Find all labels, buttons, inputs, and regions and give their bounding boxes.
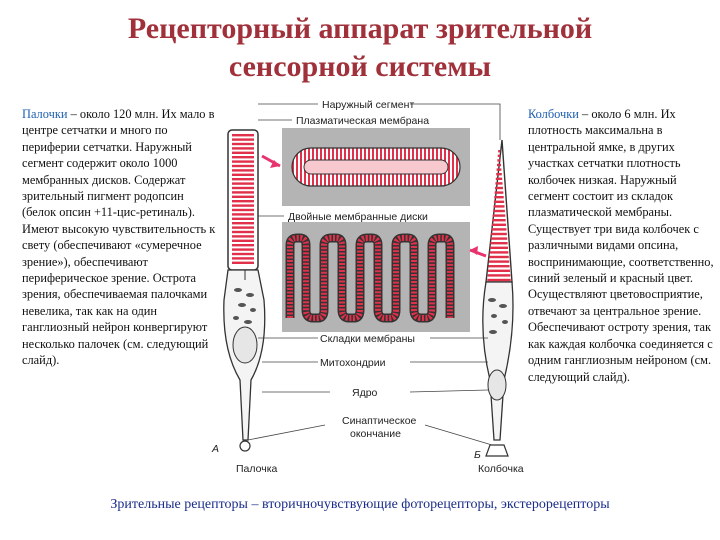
title-line-2: сенсорной системы (228, 50, 492, 83)
rod-disc (232, 226, 254, 229)
rod-disc (232, 160, 254, 163)
leader-lines (247, 103, 501, 446)
cone-disc (490, 242, 508, 245)
rod-disc (232, 191, 254, 194)
rods-description: Палочки – около 120 млн. Их мало в центр… (22, 106, 216, 369)
cone-disc (491, 228, 507, 231)
rod-arrow-head (270, 160, 280, 168)
cone-disc (493, 200, 505, 203)
cone-arrow-head (470, 246, 478, 255)
rod-disc (232, 138, 254, 141)
cones-term: Колбочки (528, 107, 579, 121)
title-line-1: Рецепторный аппарат зрительной (127, 12, 593, 45)
cone-inner-segment (482, 281, 514, 441)
membrane-folds (287, 235, 453, 321)
rod-disc (232, 134, 254, 137)
label-cone: Колбочка (478, 463, 524, 475)
cone-disc (491, 223, 507, 226)
rod-disc (232, 195, 254, 198)
cone-disc (491, 232, 507, 236)
cone-disc (496, 163, 502, 167)
cone-disc (497, 159, 501, 162)
label-plasma-membrane: Плазматическая мембрана (296, 115, 429, 127)
footer-caption: Зрительные рецепторы – вторичночувствующ… (110, 497, 610, 512)
rod-nucleus (232, 326, 258, 364)
cone-disc (492, 214, 506, 217)
cone-synaptic-terminal (485, 444, 509, 457)
label-synaptic-2: окончание (350, 428, 401, 440)
label-membrane-folds: Складки мембраны (320, 333, 415, 345)
cone-disc (488, 260, 510, 263)
cone-disc (496, 173, 502, 176)
rod-disc (232, 186, 254, 190)
label-double-discs: Двойные мембранные диски (288, 211, 428, 223)
cone-disc (494, 196, 504, 199)
rod-disc (232, 151, 254, 154)
cone-disc (494, 191, 504, 194)
rod-disc (232, 222, 254, 225)
cone-disc (487, 278, 511, 282)
rod-disc (232, 173, 254, 176)
cone-disc (493, 205, 505, 208)
cone-disc (497, 154, 501, 157)
rod-disc (232, 230, 254, 234)
rod-disc (232, 244, 254, 247)
rod-disc (232, 147, 254, 150)
cones-body: – около 6 млн. Их плотность максимальна … (528, 107, 714, 384)
cone-disc (489, 251, 509, 254)
rod-disc (232, 213, 254, 216)
label-nucleus: Ядро (352, 387, 378, 399)
rod-disc (232, 142, 254, 146)
cone-disc (489, 246, 509, 249)
rod-disc (232, 164, 254, 168)
rod-disc (232, 208, 254, 212)
rod-disc (232, 239, 254, 242)
rod-disc (232, 257, 254, 260)
rod-disc (232, 169, 254, 172)
cone-nucleus (487, 369, 507, 401)
rod-synaptic-terminal (239, 440, 251, 452)
label-synaptic-1: Синаптическое (342, 415, 417, 427)
rod-disc (232, 248, 254, 251)
rod-disc (232, 156, 254, 159)
label-letter-a: А (211, 443, 219, 455)
cone-disc (495, 182, 503, 185)
cone-disc (498, 150, 501, 153)
cone-disc (489, 255, 509, 259)
rod-cell (223, 129, 266, 452)
cone-disc (488, 269, 510, 272)
label-outer-segment: Наружный сегмент (322, 99, 414, 111)
photoreceptor-diagram: Наружный сегмент Плазматическая мембрана… (211, 99, 524, 475)
label-mitochondria: Митохондрии (320, 357, 386, 369)
rods-body: – около 120 млн. Их мало в центре сетчат… (22, 107, 216, 368)
label-rod: Палочка (236, 463, 278, 475)
cone-disc (488, 265, 510, 268)
cone-disc (490, 237, 508, 240)
cone-disc (487, 274, 511, 277)
rod-disc (232, 261, 254, 264)
disc-lumen (303, 159, 449, 175)
cone-disc (495, 186, 503, 190)
rod-disc (232, 178, 254, 181)
cone-disc (496, 168, 502, 171)
rod-disc (232, 182, 254, 185)
rod-disc (232, 200, 254, 203)
label-letter-b: Б (474, 449, 481, 461)
rod-disc (232, 217, 254, 220)
cone-mitochondria (488, 298, 508, 334)
cone-disc (492, 219, 506, 222)
rods-term: Палочки (22, 107, 68, 121)
rod-mitochondria (233, 288, 256, 324)
cone-disc (493, 209, 505, 213)
rod-disc (232, 204, 254, 207)
rod-disc (232, 252, 254, 256)
rod-disc (232, 235, 254, 238)
cone-cell (482, 139, 514, 457)
page-title: Рецепторный аппарат зрительной сенсорной… (60, 10, 660, 86)
cones-description: Колбочки – около 6 млн. Их плотность мак… (528, 106, 718, 385)
cone-disc (495, 177, 503, 180)
